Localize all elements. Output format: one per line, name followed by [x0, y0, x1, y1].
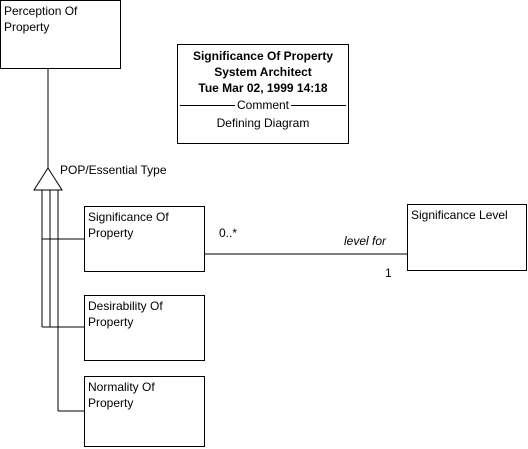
class-significance-level[interactable]: Significance Level	[407, 204, 527, 271]
class-desirability-of-property[interactable]: Desirability Of Property	[84, 295, 205, 361]
source-multiplicity: 0..*	[219, 226, 238, 240]
class-significance-of-property[interactable]: Significance Of Property	[84, 206, 205, 272]
class-perception-of-property[interactable]: Perception Of Property	[0, 0, 121, 69]
class-normality-of-property[interactable]: Normality Of Property	[84, 376, 205, 447]
comment-separator: Comment	[178, 98, 348, 112]
inheritance-triangle	[33, 167, 63, 191]
tool-name: System Architect	[214, 65, 312, 79]
diagram-name: Significance Of Property	[192, 49, 334, 63]
separator-rule-right	[291, 104, 347, 106]
association-role-name: level for	[344, 234, 387, 248]
comment-section-label: Comment	[237, 98, 290, 112]
target-multiplicity: 1	[385, 266, 392, 280]
diagram-title-card: Significance Of Property System Architec…	[177, 44, 349, 144]
comment-text: Defining Diagram	[216, 116, 310, 130]
generalization-label: POP/Essential Type	[60, 163, 167, 177]
separator-rule-left	[180, 104, 235, 106]
diagram-datetime: Tue Mar 02, 1999 14:18	[198, 81, 328, 95]
